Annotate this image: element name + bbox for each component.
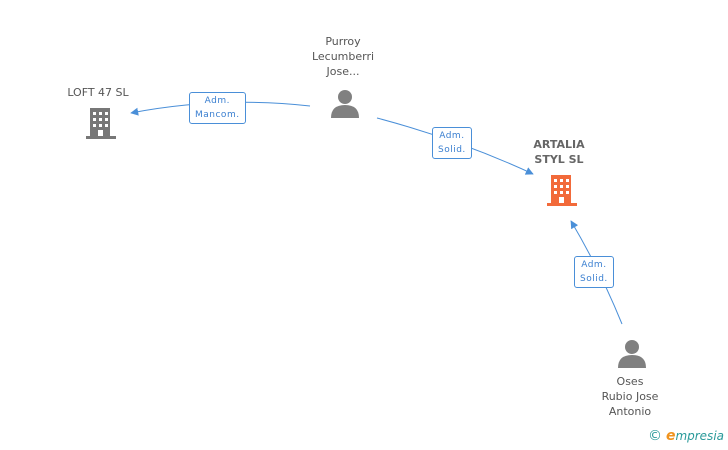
- edge-label-line: Mancom.: [195, 110, 240, 120]
- edge-label-oses-artalia: Adm. Solid.: [574, 256, 614, 288]
- edge-label-line: Solid.: [580, 274, 608, 284]
- edge-label-purroy-loft: Adm. Mancom.: [189, 92, 246, 124]
- node-purroy-label-line: Purroy: [325, 35, 361, 48]
- node-loft-label-line: LOFT 47 SL: [67, 86, 129, 99]
- node-artalia-label-line: STYL SL: [534, 153, 584, 166]
- node-oses-label[interactable]: Oses Rubio Jose Antonio: [580, 374, 680, 419]
- edge-label-line: Adm.: [439, 131, 465, 141]
- person-icon[interactable]: [616, 338, 648, 370]
- node-artalia-label-line: ARTALIA: [533, 138, 585, 151]
- edge-label-purroy-artalia: Adm. Solid.: [432, 127, 472, 159]
- node-oses-label-line: Rubio Jose: [601, 390, 659, 403]
- person-icon[interactable]: [329, 88, 361, 120]
- node-purroy-label[interactable]: Purroy Lecumberri Jose...: [293, 34, 393, 79]
- copyright-symbol: ©: [647, 428, 662, 444]
- node-artalia-label[interactable]: ARTALIA STYL SL: [509, 137, 609, 167]
- node-loft-label[interactable]: LOFT 47 SL: [48, 85, 148, 100]
- edge-label-line: Adm.: [581, 260, 607, 270]
- brand-watermark: ©empresia: [648, 428, 724, 444]
- brand-logo-letter: e: [665, 428, 676, 444]
- edge-label-line: Solid.: [438, 145, 466, 155]
- building-icon[interactable]: [545, 173, 579, 207]
- node-purroy-label-line: Jose...: [326, 65, 360, 78]
- brand-logo-text: mpresia: [675, 429, 724, 443]
- building-icon[interactable]: [84, 106, 118, 140]
- node-oses-label-line: Oses: [616, 375, 644, 388]
- node-purroy-label-line: Lecumberri: [311, 50, 375, 63]
- edge-label-line: Adm.: [204, 96, 230, 106]
- node-oses-label-line: Antonio: [608, 405, 652, 418]
